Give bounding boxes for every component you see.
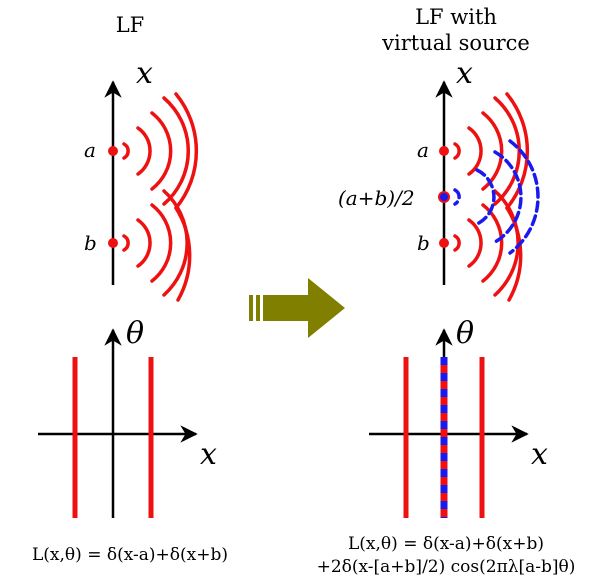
right-title-line1: LF with bbox=[415, 5, 497, 29]
left-point-a-label: a bbox=[84, 138, 96, 162]
right-point-a-label: a bbox=[417, 138, 429, 162]
right-virtual-source bbox=[438, 191, 450, 203]
left-title: LF bbox=[116, 13, 145, 37]
right-source-diagram: x a bbox=[338, 56, 540, 302]
right-virtual-point-label: (a+b)/2 bbox=[338, 186, 415, 210]
left-equation: L(x,θ) = δ(x-a)+δ(x+b) bbox=[32, 545, 228, 565]
right-wavefronts-a bbox=[453, 92, 530, 210]
left-position-axis-label: x bbox=[136, 56, 153, 91]
left-horizontal-axis-label: x bbox=[200, 437, 217, 472]
right-source-b bbox=[439, 238, 449, 248]
left-source-a bbox=[108, 146, 118, 156]
left-wavefronts-a bbox=[122, 92, 199, 210]
left-source-diagram: x a b bbox=[84, 56, 199, 302]
right-arrow-icon bbox=[249, 278, 345, 338]
left-point-b-label: b bbox=[84, 231, 97, 255]
left-wavefronts-b bbox=[122, 189, 192, 302]
right-angle-axis-label: θ bbox=[456, 316, 474, 351]
left-light-field-plot: θ x bbox=[38, 316, 217, 518]
right-equation-line1: L(x,θ) = δ(x-a)+δ(x+b) bbox=[348, 534, 544, 554]
left-panel: LF x a b bbox=[32, 13, 228, 565]
right-title-line2: virtual source bbox=[381, 31, 530, 55]
right-source-a bbox=[439, 146, 449, 156]
right-wavefronts-virtual bbox=[453, 139, 540, 255]
right-equation-line2: +2δ(x-[a+b]/2) cos(2πλ[a-b]θ) bbox=[317, 557, 576, 577]
right-position-axis-label: x bbox=[456, 56, 473, 91]
right-light-field-plot: θ x bbox=[369, 316, 548, 518]
left-angle-axis-label: θ bbox=[126, 316, 144, 351]
right-panel: LF with virtual source x bbox=[317, 5, 576, 577]
right-point-b-label: b bbox=[417, 231, 430, 255]
left-source-b bbox=[108, 238, 118, 248]
right-wavefronts-b bbox=[453, 189, 523, 302]
right-horizontal-axis-label: x bbox=[531, 437, 548, 472]
